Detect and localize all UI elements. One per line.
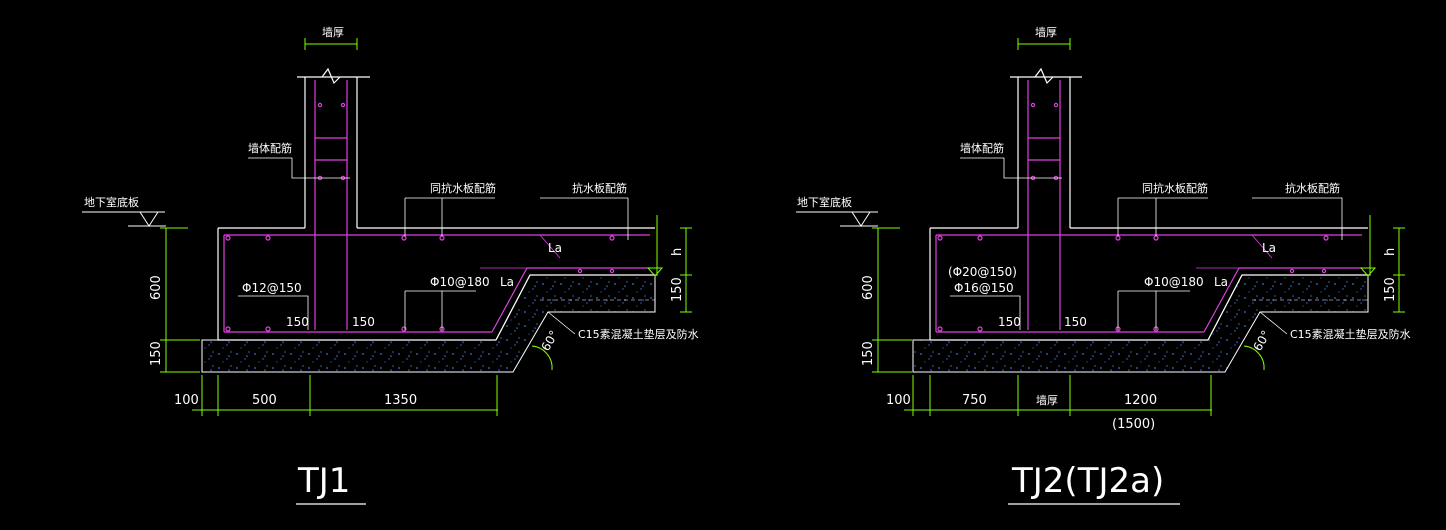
drawing-tj1: 墙厚 bbox=[82, 25, 699, 505]
wall-thickness-dimension: 墙厚 bbox=[304, 25, 358, 50]
right-dimensions bbox=[1359, 215, 1405, 313]
bottom-a-label: 500 bbox=[252, 393, 277, 408]
slab-150-dim-label: 150 bbox=[670, 277, 685, 302]
anchor-top-label: La bbox=[1262, 241, 1276, 255]
basement-floor-marker: 地下室底板 bbox=[82, 195, 166, 227]
anchor-bottom-label: La bbox=[500, 275, 514, 289]
cover-right-label: 150 bbox=[1064, 315, 1087, 329]
bottom-b-label: 1350 bbox=[384, 393, 417, 408]
drawing-tj2: 墙厚 bbox=[796, 25, 1411, 505]
basement-floor-label: 地下室底板 bbox=[84, 195, 139, 209]
left-dimensions bbox=[160, 227, 200, 373]
rebar-bottom-label: Φ12@150 bbox=[242, 281, 302, 295]
angle-arc bbox=[1243, 345, 1265, 371]
rebar-alt-label: (Φ20@150) bbox=[948, 265, 1017, 279]
same-slab-rebar-label: 同抗水板配筋 bbox=[1142, 181, 1208, 195]
wall-thickness-dimension: 墙厚 bbox=[1017, 25, 1071, 50]
anchor-bottom-label: La bbox=[1214, 275, 1228, 289]
drawing-title-tj2: TJ2(TJ2a) bbox=[1011, 461, 1164, 501]
same-slab-rebar-label: 同抗水板配筋 bbox=[430, 181, 496, 195]
slab-150-dim-label: 150 bbox=[1383, 277, 1398, 302]
bottom-a-label: 750 bbox=[962, 393, 987, 408]
slab-rebar-label: 抗水板配筋 bbox=[1285, 181, 1340, 195]
bottom-b-alt-label: (1500) bbox=[1112, 417, 1155, 432]
basement-floor-marker: 地下室底板 bbox=[796, 195, 878, 227]
bottom-wall-label: 墙厚 bbox=[1036, 393, 1058, 407]
basement-floor-label: 地下室底板 bbox=[797, 195, 852, 209]
anchor-top-label: La bbox=[548, 241, 562, 255]
c15-bedding bbox=[912, 274, 1369, 373]
rebar-bottom-label: Φ16@150 bbox=[954, 281, 1014, 295]
cover-left-label: 150 bbox=[286, 315, 309, 329]
angle-arc bbox=[531, 345, 553, 371]
height-600-label: 600 bbox=[149, 275, 164, 300]
bottom-dimensions bbox=[192, 375, 498, 416]
drawing-title-tj1: TJ1 bbox=[297, 461, 350, 501]
wall-thickness-label: 墙厚 bbox=[322, 25, 344, 39]
h-dim-label: h bbox=[670, 248, 685, 256]
leader-lines bbox=[950, 157, 1343, 335]
wall-rebar-label: 墙体配筋 bbox=[960, 141, 1004, 155]
bottom-dimensions bbox=[904, 375, 1212, 416]
bottom-b-label: 1200 bbox=[1124, 393, 1157, 408]
c15-note-label: C15素混凝土垫层及防水 bbox=[1290, 327, 1411, 341]
c15-bedding bbox=[201, 274, 656, 373]
rebar-top-label: Φ10@180 bbox=[430, 275, 490, 289]
right-dimensions bbox=[646, 215, 692, 313]
left-dimensions bbox=[872, 227, 912, 373]
c15-note-label: C15素混凝土垫层及防水 bbox=[578, 327, 699, 341]
leader-lines bbox=[238, 157, 629, 335]
rebar-top-label: Φ10@180 bbox=[1144, 275, 1204, 289]
height-600-label: 600 bbox=[861, 275, 876, 300]
cover-right-label: 150 bbox=[352, 315, 375, 329]
wall-rebar-label: 墙体配筋 bbox=[248, 141, 292, 155]
cover-left-label: 150 bbox=[998, 315, 1021, 329]
height-150-label: 150 bbox=[861, 341, 876, 366]
height-150-label: 150 bbox=[149, 341, 164, 366]
bottom-100-label: 100 bbox=[174, 393, 199, 408]
bottom-100-label: 100 bbox=[886, 393, 911, 408]
slab-rebar-label: 抗水板配筋 bbox=[572, 181, 627, 195]
rebar-cage bbox=[223, 80, 650, 333]
h-dim-label: h bbox=[1383, 248, 1398, 256]
wall-thickness-label: 墙厚 bbox=[1035, 25, 1057, 39]
